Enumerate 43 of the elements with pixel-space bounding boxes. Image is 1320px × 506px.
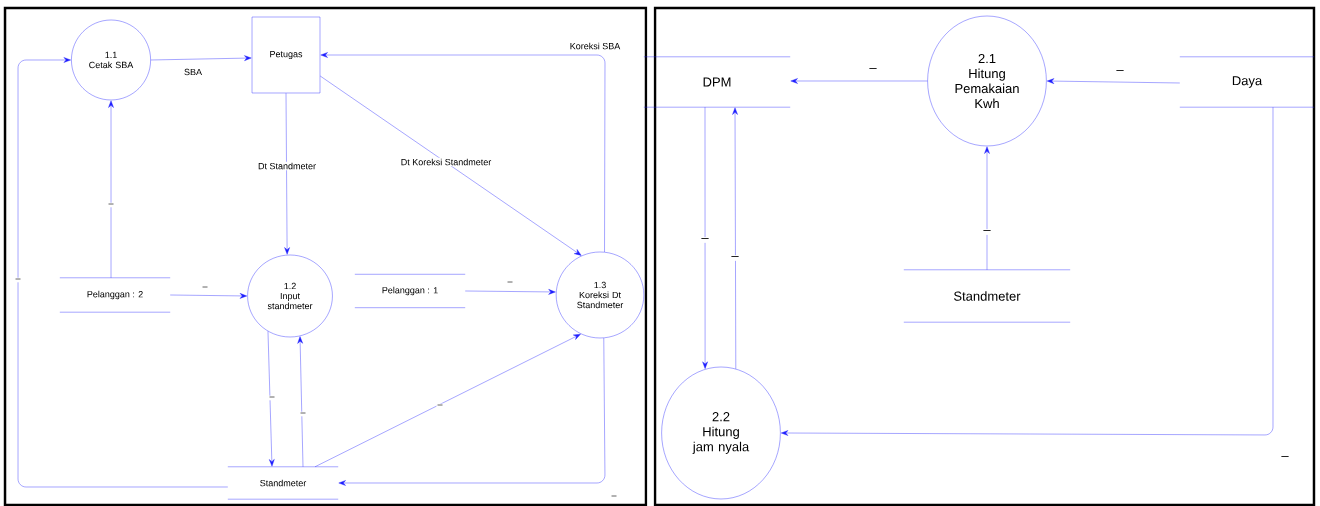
arrow <box>320 52 606 253</box>
edge-label: SBA <box>183 67 203 77</box>
edge-label: Koreksi SBA <box>568 41 622 51</box>
edge-label: – <box>506 280 514 286</box>
arrow <box>108 100 114 278</box>
arrow <box>314 334 581 467</box>
arrow <box>1046 78 1180 84</box>
edge-label: – <box>268 395 276 401</box>
arrow <box>297 336 304 467</box>
arrow <box>780 107 1274 436</box>
arrow <box>465 289 556 295</box>
data-store: Daya <box>1179 56 1315 108</box>
arrow <box>170 293 247 299</box>
edge-label: – <box>700 237 710 243</box>
data-store: Standmeter <box>903 269 1071 323</box>
arrow <box>732 107 738 370</box>
arrow <box>267 331 275 467</box>
edge-label: – <box>610 494 618 500</box>
data-store: Pelanggan : 2 <box>59 277 171 313</box>
edge-label: – <box>436 403 444 409</box>
arrow <box>702 107 708 369</box>
edge-label: – <box>730 255 740 261</box>
edge-label: – <box>1115 69 1125 75</box>
edge-label: – <box>107 202 115 208</box>
arrow <box>338 337 606 486</box>
edge-label: Dt Koreksi Standmeter <box>399 157 493 167</box>
edge-label: – <box>201 285 209 291</box>
arrow <box>150 55 252 61</box>
entity-box: Petugas <box>251 16 321 94</box>
edge-label: – <box>982 229 992 235</box>
data-store: DPM <box>643 56 791 108</box>
arrow <box>284 93 290 255</box>
arrow <box>17 57 228 488</box>
arrow <box>790 78 928 84</box>
data-store: Pelanggan : 1 <box>354 274 466 308</box>
edge-label: – <box>14 277 22 283</box>
arrow <box>984 146 990 270</box>
edge-label: – <box>1280 455 1290 461</box>
edge-label: Dt Standmeter <box>257 161 318 171</box>
arrow <box>320 75 582 256</box>
edge-label: – <box>868 67 878 73</box>
edge-label: – <box>299 411 307 417</box>
data-store: Standmeter <box>227 466 339 500</box>
